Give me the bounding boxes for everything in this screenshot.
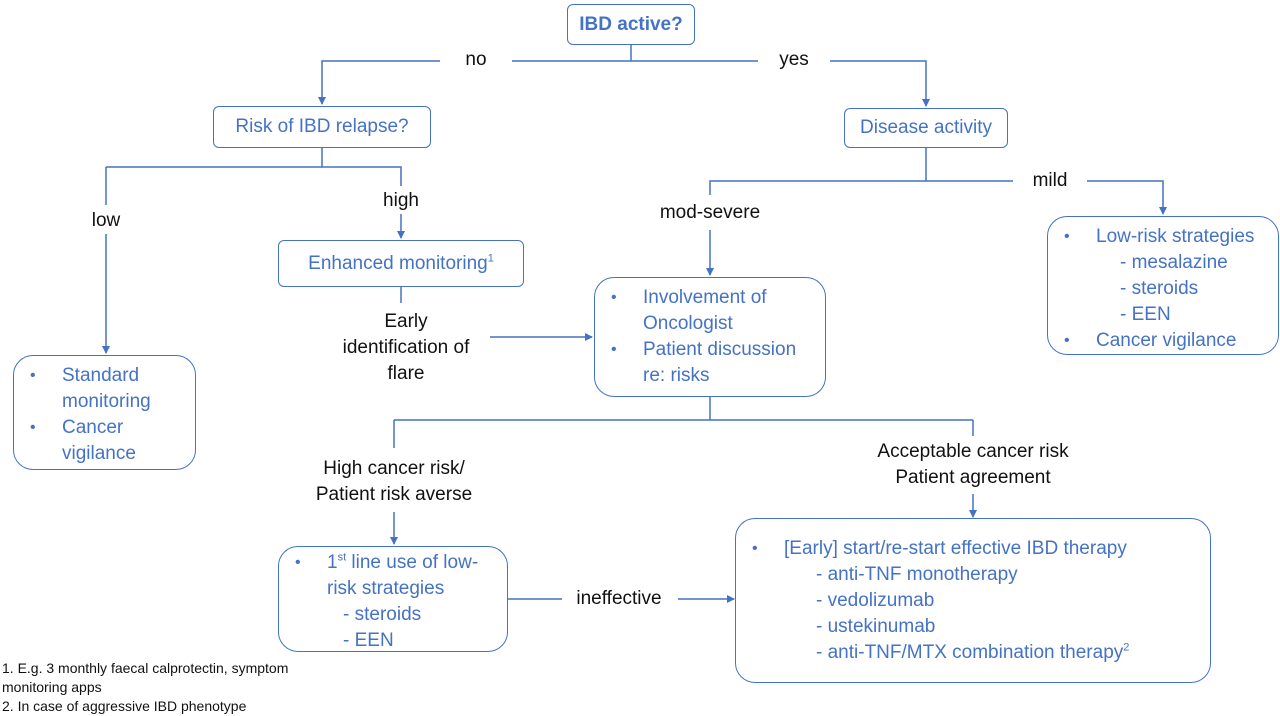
first-line-box: •1st line use of low-risk strategies - s… [278,546,508,652]
therapy-sub-4: - anti-TNF/MTX combination therapy2 [816,641,1130,663]
standard-item-2: •Cancer vigilance [30,417,136,464]
label-acceptable-risk: Acceptable cancer risk [877,441,1069,462]
low-risk-vigilance: •Cancer vigilance [1064,330,1237,351]
footnote-2: 2. In case of aggressive IBD phenotype [2,698,247,714]
first-line-sub-1: - steroids [343,604,422,625]
label-mod-severe: mod-severe [659,202,761,223]
first-line-sub-2: - EEN [343,630,394,651]
oncologist-item-2: •Patient discussion re: risks [611,339,797,386]
therapy-sub-3: - ustekinumab [816,616,936,637]
low-risk-sub-2: - steroids [1120,278,1199,299]
footnote-ref-1: 1 [487,252,494,265]
standard-item-1: •Standard monitoring [30,365,151,412]
disease-activity-box: Disease activity [844,108,1008,148]
standard-monitoring-box: •Standard monitoring •Cancer vigilance [13,355,196,470]
label-patient-agreement: Patient agreement [895,467,1051,488]
footnote-1: 1. E.g. 3 monthly faecal calprotectin, s… [2,660,289,695]
first-line-item: •1st line use of low-risk strategies [295,551,479,599]
enhanced-monitoring-box: Enhanced monitoring1 [278,240,524,287]
low-risk-header: •Low-risk strategies [1064,226,1255,247]
label-low: low [91,210,121,231]
therapy-sub-1: - anti-TNF monotherapy [816,564,1018,585]
low-risk-strategies-box: •Low-risk strategies - mesalazine - ster… [1047,216,1279,355]
oncologist-item-1: •Involvement of Oncologist [611,287,767,334]
low-risk-sub-3: - EEN [1120,304,1171,325]
ibd-active-text: IBD active? [579,13,683,35]
low-risk-sub-1: - mesalazine [1120,252,1228,273]
label-yes: yes [779,49,809,70]
risk-relapse-box: Risk of IBD relapse? [213,106,431,148]
footnote-ref-2: 2 [1123,641,1130,654]
enhanced-monitoring-text: Enhanced monitoring1 [308,252,494,274]
ibd-active-box: IBD active? [567,4,695,45]
label-mild: mild [1032,170,1068,191]
label-ineffective: ineffective [576,588,662,609]
risk-relapse-text: Risk of IBD relapse? [235,116,409,137]
therapy-sub-2: - vedolizumab [816,590,935,611]
label-no: no [465,49,487,70]
therapy-header: •[Early] start/re-start effective IBD th… [752,538,1127,559]
oncologist-box: •Involvement of Oncologist •Patient disc… [594,277,826,397]
disease-activity-text: Disease activity [860,117,992,138]
ibd-therapy-box: •[Early] start/re-start effective IBD th… [735,518,1211,683]
label-early-identification: Early identification of flare [342,311,470,384]
label-high: high [383,190,419,211]
label-high-cancer-risk: High cancer risk/ Patient risk averse [315,458,473,505]
